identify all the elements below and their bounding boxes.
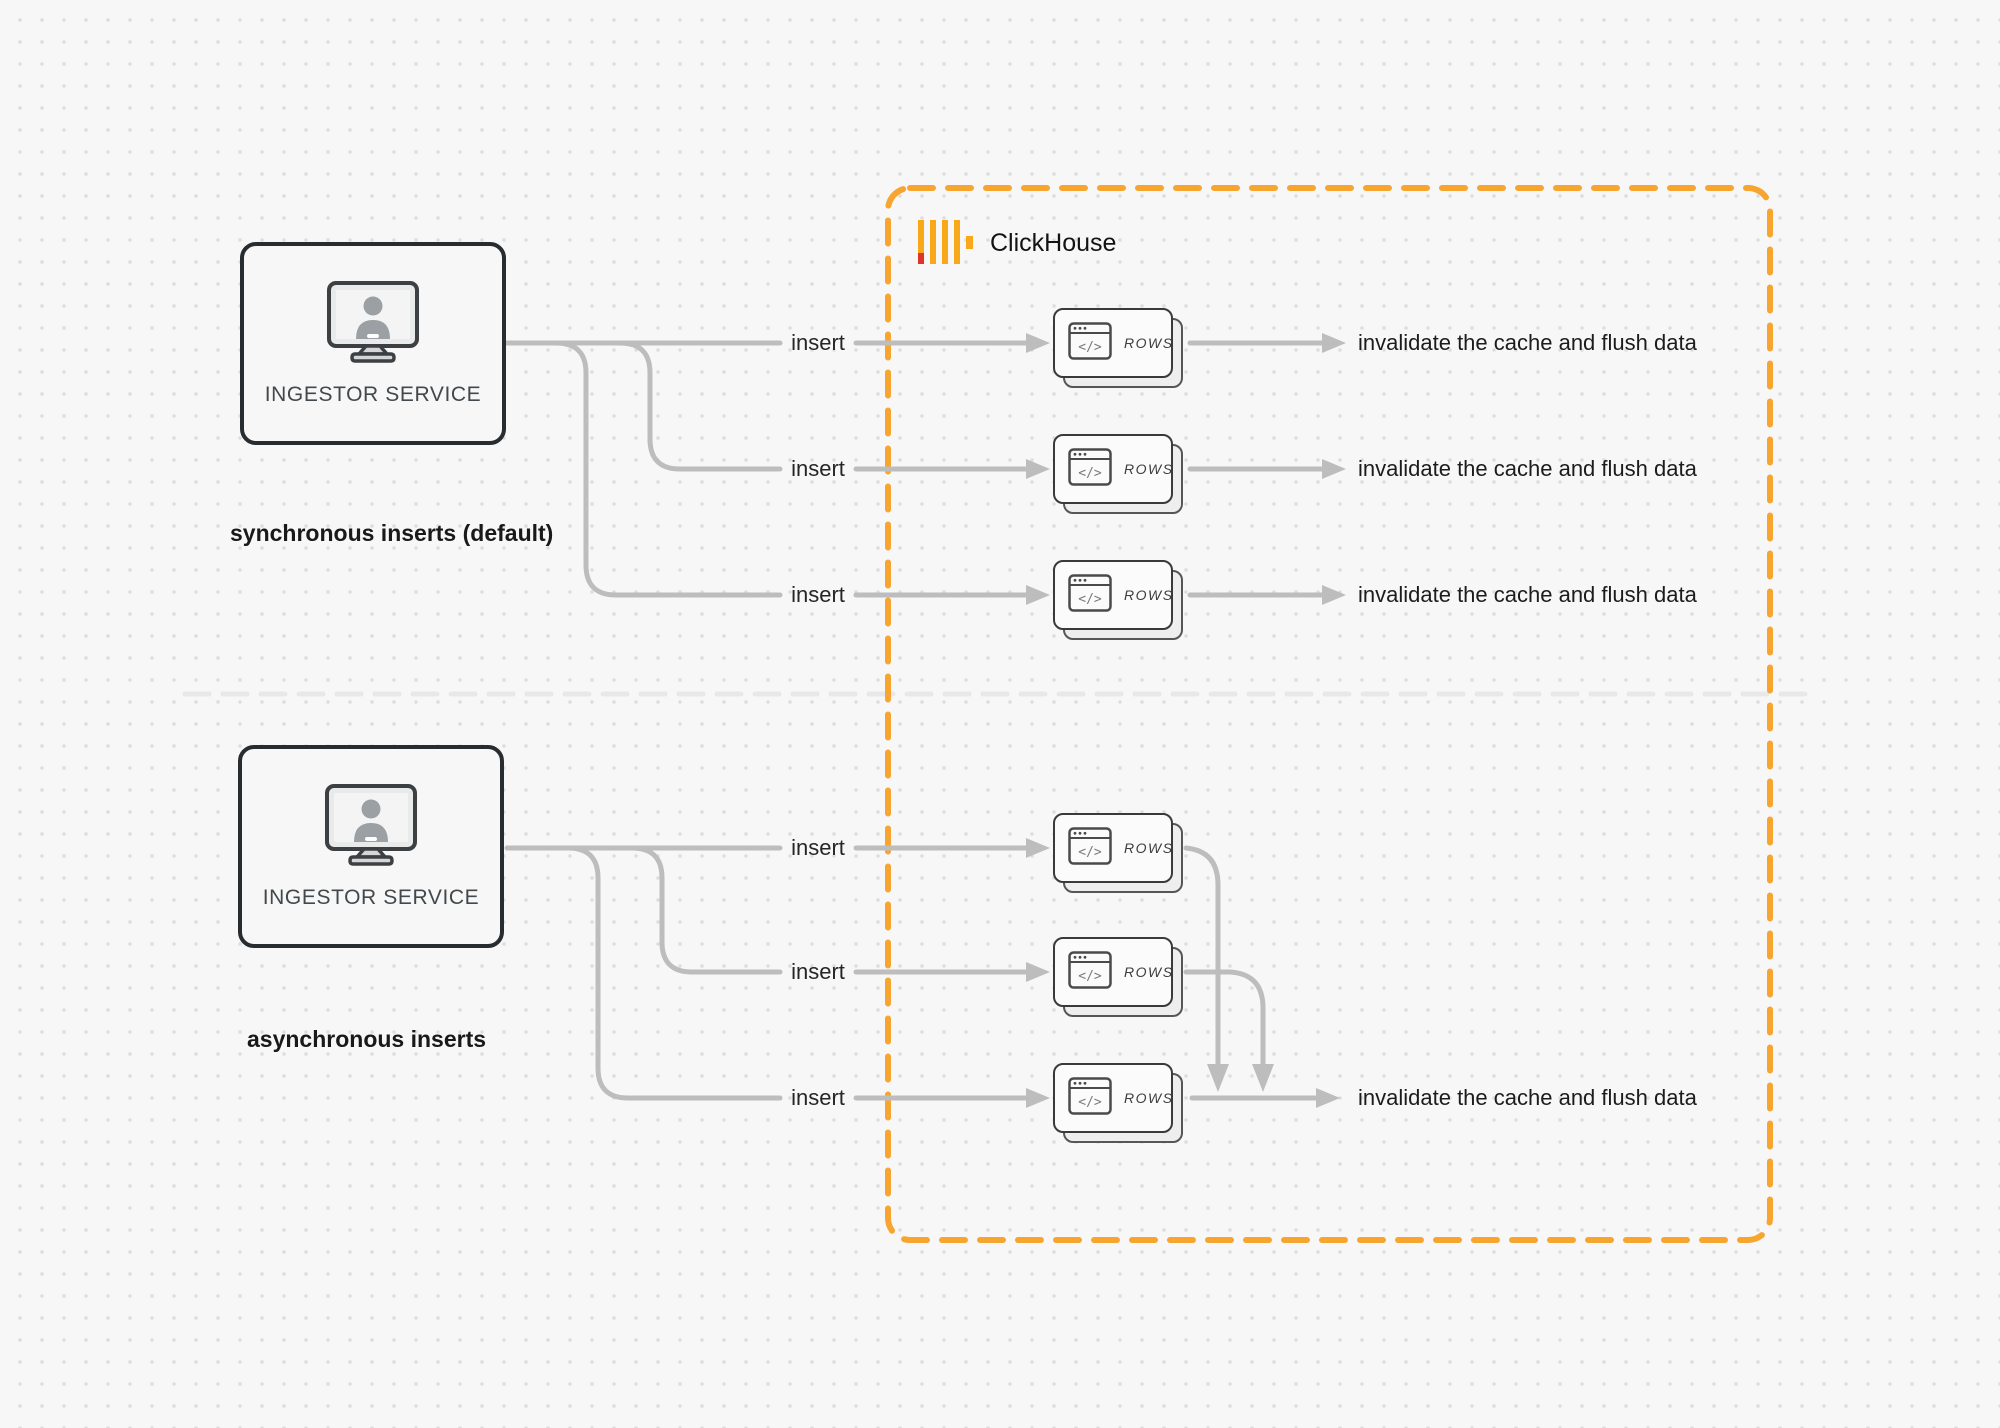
- arrowhead: [1322, 459, 1346, 479]
- arrowhead: [1026, 333, 1050, 353]
- clickhouse-boundary: [885, 185, 1773, 1243]
- result-label: invalidate the cache and flush data: [1358, 456, 1697, 481]
- rows-label: ROWS: [1124, 1090, 1174, 1106]
- async-merge-line-2: [1183, 969, 1266, 1067]
- result-label: invalidate the cache and flush data: [1358, 1085, 1697, 1110]
- svg-text:</>: </>: [1078, 340, 1102, 355]
- result-label: invalidate the cache and flush data: [1358, 582, 1697, 607]
- svg-text:</>: </>: [1078, 969, 1102, 984]
- rows-label: ROWS: [1124, 461, 1174, 477]
- code-window-icon: </>: [1068, 826, 1112, 870]
- monitor-user-icon: [323, 783, 419, 874]
- service-label: INGESTOR SERVICE: [264, 383, 482, 406]
- arrowhead: [1026, 459, 1050, 479]
- code-window-icon: </>: [1068, 321, 1112, 365]
- async-line-3: [565, 845, 783, 1101]
- svg-text:</>: </>: [1078, 1095, 1102, 1110]
- code-window-icon: </>: [1068, 573, 1112, 617]
- code-window-icon: </>: [1068, 950, 1112, 994]
- code-window-icon: </>: [1068, 447, 1112, 491]
- async-line-2: [629, 845, 783, 975]
- async-ingestor-service-box: INGESTOR SERVICE: [238, 745, 504, 948]
- rows-table-card: </> ROWS: [1053, 560, 1183, 640]
- rows-table-card: </> ROWS: [1053, 937, 1183, 1017]
- clickhouse-logo-icon: [918, 218, 976, 271]
- insert-label: insert: [791, 582, 845, 607]
- sync-section-caption: synchronous inserts (default): [230, 520, 554, 546]
- arrowhead: [1026, 838, 1050, 858]
- result-label: invalidate the cache and flush data: [1358, 330, 1697, 355]
- async-section-caption: asynchronous inserts: [247, 1026, 487, 1052]
- arrowhead: [1026, 962, 1050, 982]
- rows-table-card: </> ROWS: [1053, 308, 1183, 388]
- insert-label: insert: [791, 330, 845, 355]
- arrowhead: [1322, 585, 1346, 605]
- rows-label: ROWS: [1124, 964, 1174, 980]
- arrowhead: [1026, 585, 1050, 605]
- insert-label: insert: [791, 835, 845, 860]
- rows-label: ROWS: [1124, 335, 1174, 351]
- sync-line-3: [553, 340, 783, 598]
- async-merge-line-1: [1183, 845, 1221, 1067]
- clickhouse-label: ClickHouse: [990, 229, 1117, 257]
- rows-label: ROWS: [1124, 840, 1174, 856]
- rows-table-card: </> ROWS: [1053, 434, 1183, 514]
- service-label: INGESTOR SERVICE: [262, 886, 480, 909]
- svg-text:</>: </>: [1078, 592, 1102, 607]
- insert-label: insert: [791, 1085, 845, 1110]
- arrowhead-down: [1252, 1064, 1274, 1092]
- code-window-icon: </>: [1068, 1076, 1112, 1120]
- arrowhead: [1026, 1088, 1050, 1108]
- rows-table-card: </> ROWS: [1053, 1063, 1183, 1143]
- insert-label: insert: [791, 959, 845, 984]
- svg-text:</>: </>: [1078, 845, 1102, 860]
- arrowhead: [1316, 1088, 1340, 1108]
- rows-table-card: </> ROWS: [1053, 813, 1183, 893]
- rows-label: ROWS: [1124, 587, 1174, 603]
- svg-text:</>: </>: [1078, 466, 1102, 481]
- sync-line-2: [617, 340, 783, 472]
- monitor-user-icon: [325, 280, 421, 371]
- sync-ingestor-service-box: INGESTOR SERVICE: [240, 242, 506, 445]
- insert-label: insert: [791, 456, 845, 481]
- arrowhead: [1322, 333, 1346, 353]
- arrowhead-down: [1207, 1064, 1229, 1092]
